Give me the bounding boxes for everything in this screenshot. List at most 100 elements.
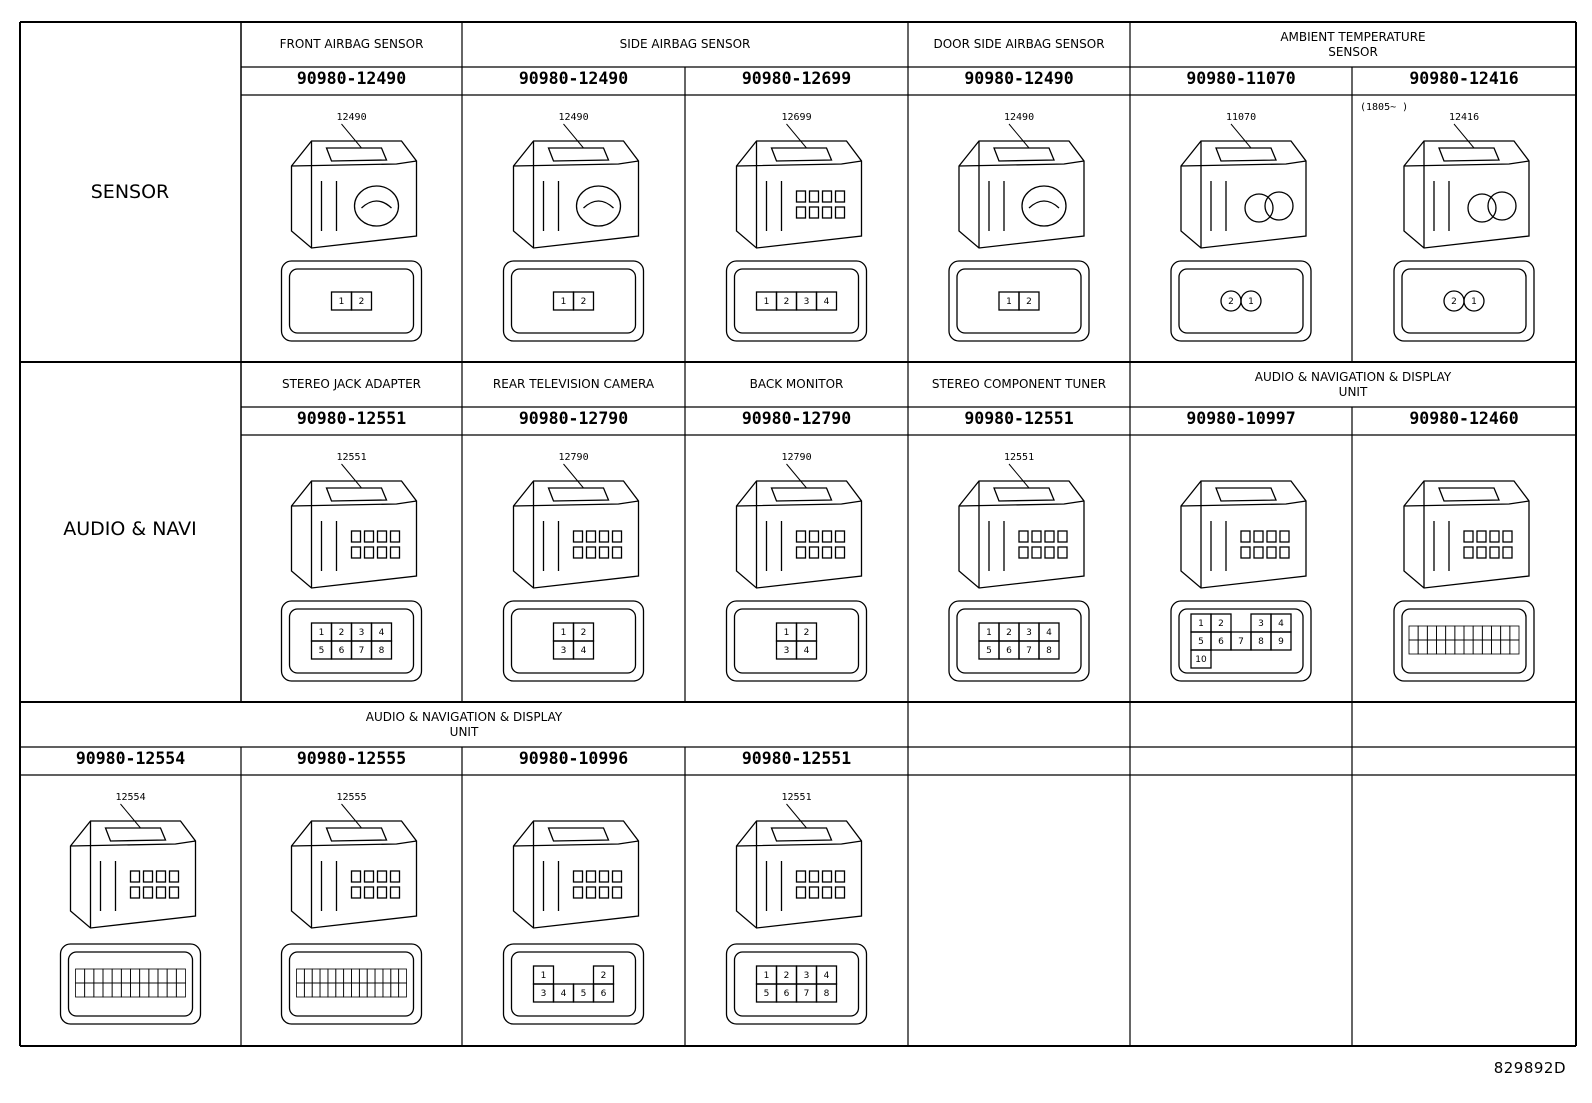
pin-number: 2	[581, 628, 587, 638]
part-number: 90980-10996	[518, 749, 629, 768]
column-title: AMBIENT TEMPERATURE SENSOR	[1280, 29, 1426, 59]
pin-number: 6	[1006, 646, 1012, 656]
pin-number: 3	[1258, 619, 1264, 629]
pin-number: 6	[601, 989, 607, 999]
callout-label: 11070	[1226, 112, 1256, 123]
pin-number: 1	[561, 297, 567, 307]
part-number: 90980-12790	[518, 409, 629, 428]
connector-camera-icon: 12790 1 2 3 4	[685, 436, 908, 701]
pin-number: 1	[1198, 619, 1204, 629]
column-title: FRONT AIRBAG SENSOR	[279, 37, 424, 51]
pin-number: 4	[804, 646, 810, 656]
callout-label: 12555	[337, 792, 367, 803]
pin-number: 6	[339, 646, 345, 656]
column-title: DOOR SIDE AIRBAG SENSOR	[933, 37, 1105, 51]
pin-number: 1	[784, 628, 790, 638]
pin-number: 4	[581, 646, 587, 656]
part-number: 90980-12790	[741, 409, 852, 428]
part-number: 90980-12551	[296, 409, 407, 428]
pin-number: 1	[1248, 297, 1254, 307]
pin-number: 4	[824, 971, 830, 981]
part-number: 90980-12416	[1409, 69, 1519, 88]
pin-number: 1	[541, 971, 547, 981]
part-number: 90980-12551	[741, 749, 852, 768]
pin-number: 1	[561, 628, 567, 638]
pin-number: 3	[1026, 628, 1032, 638]
part-number: 90980-12554	[75, 749, 186, 768]
pin-number: 5	[764, 989, 770, 999]
pin-number: 5	[319, 646, 325, 656]
pin-number: 3	[784, 646, 790, 656]
pin-number: 5	[581, 989, 587, 999]
pin-number: 1	[1471, 297, 1477, 307]
pin-number: 2	[804, 628, 810, 638]
pin-number: 5	[986, 646, 992, 656]
connector-2pin-small-icon: 12416 (1805~ ) 2 1	[1352, 96, 1576, 361]
pin-number: 3	[561, 646, 567, 656]
pin-number: 6	[784, 989, 790, 999]
pin-number: 10	[1195, 655, 1207, 665]
pin-number: 2	[784, 971, 790, 981]
pin-number: 2	[359, 297, 365, 307]
column-title: STEREO JACK ADAPTER	[281, 377, 422, 391]
column-title: AUDIO & NAVIGATION & DISPLAY UNIT	[365, 709, 563, 739]
pin-number: 7	[804, 989, 810, 999]
pin-number: 8	[379, 646, 385, 656]
callout-label: 12790	[782, 452, 812, 463]
callout-label: 12551	[337, 452, 367, 463]
pin-number: 3	[359, 628, 365, 638]
pin-number: 7	[1026, 646, 1032, 656]
pin-number: 2	[1006, 628, 1012, 638]
connector-24pin-icon: 12554	[20, 776, 241, 1044]
part-number: 90980-12490	[296, 69, 407, 88]
pin-number: 1	[986, 628, 992, 638]
part-number: 90980-12551	[964, 409, 1074, 428]
pin-number: 4	[379, 628, 385, 638]
category-label-sensor: SENSOR	[90, 181, 170, 203]
callout-label: 12490	[1004, 112, 1034, 123]
pin-number: 2	[1228, 297, 1234, 307]
part-number: 90980-12490	[964, 69, 1074, 88]
pin-number: 1	[764, 297, 770, 307]
callout-label: 12490	[559, 112, 589, 123]
pin-number: 8	[824, 989, 830, 999]
category-label-audio-navi: AUDIO & NAVI	[63, 518, 197, 540]
connector-2pin-airbag-icon: 12490 1 2	[462, 96, 685, 361]
pin-number: 2	[581, 297, 587, 307]
connector-28pin-icon: 12555	[241, 776, 462, 1044]
date-note: (1805~ )	[1360, 102, 1408, 113]
part-number: 90980-12555	[296, 749, 407, 768]
callout-label: 12416	[1449, 112, 1479, 123]
column-title: AUDIO & NAVIGATION & DISPLAY UNIT	[1254, 369, 1452, 399]
callout-label: 12554	[116, 792, 146, 803]
part-number: 90980-12490	[518, 69, 629, 88]
pin-number: 3	[541, 989, 547, 999]
part-number: 90980-11070	[1186, 69, 1296, 88]
callout-label: 12551	[782, 792, 812, 803]
drawing-reference-number: 829892D	[1493, 1059, 1566, 1077]
pin-number: 7	[359, 646, 365, 656]
pin-number: 2	[1451, 297, 1457, 307]
pin-number: 1	[764, 971, 770, 981]
pin-number: 5	[1198, 637, 1204, 647]
callout-label: 12699	[782, 112, 812, 123]
part-number: 90980-12460	[1409, 409, 1519, 428]
pin-number: 1	[319, 628, 325, 638]
column-title: SIDE AIRBAG SENSOR	[619, 37, 751, 51]
part-number: 90980-10997	[1186, 409, 1296, 428]
column-title: STEREO COMPONENT TUNER	[931, 377, 1107, 391]
pin-number: 4	[1278, 619, 1284, 629]
pin-number: 1	[1006, 297, 1012, 307]
callout-label: 12490	[337, 112, 367, 123]
pin-number: 4	[561, 989, 567, 999]
connector-24pin-icon	[1352, 436, 1576, 701]
pin-number: 4	[824, 297, 830, 307]
